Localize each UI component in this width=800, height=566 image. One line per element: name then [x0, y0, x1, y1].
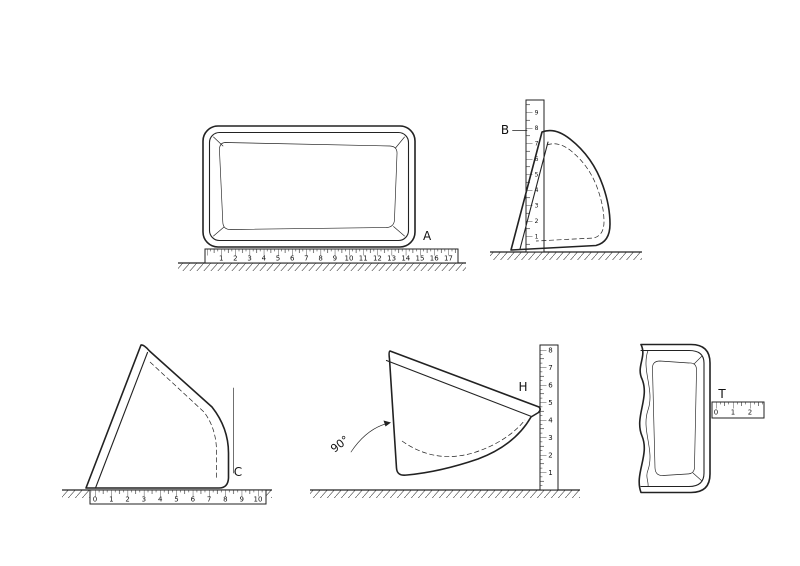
- ruler-number: 1: [731, 409, 735, 417]
- ruler-number: 9: [535, 110, 539, 117]
- view-b-height-measurement: 9 8 7 6 5 4 3 2 1 B: [490, 99, 642, 260]
- ruler-number: 16: [430, 255, 439, 263]
- object-interior-line: [652, 360, 697, 476]
- ruler-number: 10: [345, 255, 354, 263]
- ruler-number: 0: [714, 409, 718, 417]
- ruler-number: 5: [535, 172, 539, 179]
- ruler-number: 3: [247, 255, 251, 263]
- object-inner-back-edge: [519, 141, 549, 250]
- object-interior-line: [219, 142, 398, 230]
- hidden-edge-dashed: [401, 419, 526, 457]
- ruler-number: 7: [304, 255, 308, 263]
- object-rim-inner-line: [385, 359, 533, 418]
- ruler-number: 4: [548, 417, 553, 425]
- ruler-number: 7: [535, 141, 539, 148]
- ruler-number: 8: [535, 125, 539, 132]
- interior-corner-lines: [692, 355, 703, 482]
- ground-hatch: [490, 252, 642, 260]
- ruler-number: 3: [142, 496, 146, 504]
- ruler-number: 1: [548, 469, 552, 477]
- object-inner-rim: [640, 349, 705, 488]
- label-c: C: [234, 465, 242, 479]
- ruler-ticks: [540, 346, 558, 489]
- ruler-number: 8: [548, 347, 552, 355]
- ruler-number: 5: [276, 255, 280, 263]
- ruler-number: 3: [535, 203, 539, 210]
- ruler-ticks: [713, 402, 763, 418]
- ruler-number: 1: [219, 255, 223, 263]
- view-c-depth-measurement: 0 1 2 3 4 5 6 7 8 9 10 C: [62, 344, 272, 505]
- ruler-number: 15: [416, 255, 425, 263]
- ruler-number: 1: [109, 496, 113, 504]
- ruler-ticks: [526, 100, 544, 252]
- angle-label: 90°: [328, 433, 351, 455]
- ruler-number: 2: [748, 409, 752, 417]
- ruler-ticks: [91, 490, 263, 504]
- ruler-number: 10: [254, 496, 263, 504]
- ruler-number: 0: [93, 496, 97, 504]
- object-outline: [388, 350, 541, 477]
- ground-hatch: [178, 263, 466, 271]
- ruler-number: 6: [548, 382, 553, 390]
- object-outline: [510, 129, 611, 251]
- ruler-number: 4: [535, 187, 539, 194]
- ruler-number: 14: [401, 255, 410, 263]
- ruler-number: 2: [233, 255, 237, 263]
- ruler-number: 9: [239, 496, 243, 504]
- interior-corner-lines: [213, 136, 405, 237]
- object-outline: [638, 343, 711, 494]
- break-line-inner: [645, 350, 651, 487]
- view-a-width-measurement: 1 2 3 4 5 6 7 8 9 10 11 12 13 14 15 16 1…: [178, 125, 466, 271]
- view-t-thickness-measurement: 0 1 2 T: [638, 343, 765, 494]
- ruler-number: 9: [333, 255, 337, 263]
- object-inner-rim: [208, 131, 410, 242]
- ruler-number: 6: [535, 156, 539, 163]
- label-a: A: [423, 229, 432, 243]
- ruler-number: 5: [174, 496, 178, 504]
- angle-arc-arrow: [350, 422, 390, 453]
- ruler-number: 6: [191, 496, 196, 504]
- ruler-number: 7: [548, 364, 552, 372]
- ruler-number: 5: [548, 399, 552, 407]
- ruler-number: 13: [387, 255, 396, 263]
- ruler-number: 2: [125, 496, 129, 504]
- ruler-number: 4: [158, 496, 163, 504]
- label-h: H: [518, 380, 527, 394]
- ruler-ticks: [206, 249, 456, 263]
- ruler-number: 4: [262, 255, 267, 263]
- ruler-number: 17: [444, 255, 453, 263]
- label-t: T: [717, 387, 726, 401]
- object-inner-rim-edge: [94, 351, 149, 489]
- object-outline: [85, 344, 230, 489]
- ruler-number: 8: [223, 496, 227, 504]
- label-b: B: [501, 123, 509, 137]
- ruler-number: 8: [318, 255, 322, 263]
- ruler-number: 3: [548, 434, 552, 442]
- ruler-number: 7: [207, 496, 211, 504]
- hidden-edge-dashed: [149, 361, 217, 479]
- ruler-number: 6: [290, 255, 295, 263]
- ground-hatch: [310, 490, 580, 498]
- ruler-number: 1: [535, 234, 539, 241]
- ruler-number: 12: [373, 255, 382, 263]
- ruler-number: 11: [359, 255, 368, 263]
- hidden-edge-dashed: [535, 143, 605, 242]
- angle-arrowhead: [383, 420, 391, 427]
- object-outline: [202, 125, 416, 248]
- ruler-number: 2: [535, 218, 539, 225]
- ruler-number: 2: [548, 452, 552, 460]
- view-h-height-90deg-measurement: 8 7 6 5 4 3 2 1 90° H: [310, 344, 580, 498]
